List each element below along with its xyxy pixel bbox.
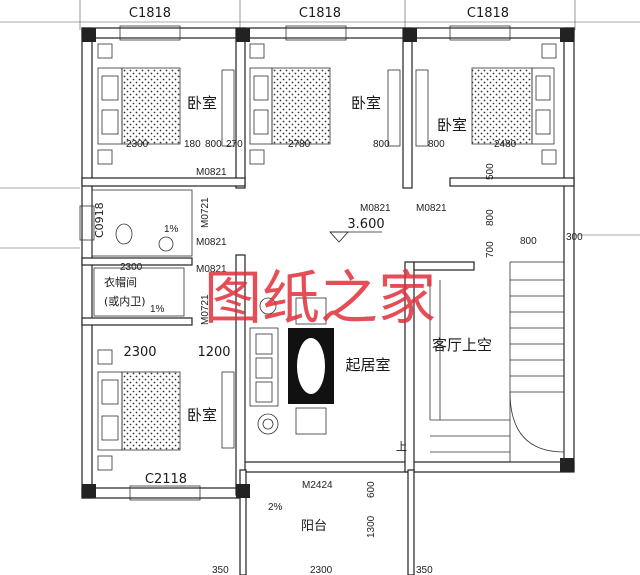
slope-label-1: 1% (164, 224, 179, 235)
dim-17: 1300 (366, 515, 377, 538)
dim-18: 2300 (120, 262, 143, 273)
room-label-closet-alt: (或内卫) (104, 294, 146, 308)
living-furniture (249, 297, 334, 435)
room-label-living: 起居室 (345, 356, 390, 374)
window-label-1: C1818 (129, 6, 171, 21)
door-label-6: M0721 (200, 294, 211, 325)
columns (82, 28, 574, 498)
stair-up-label: 上 (396, 440, 407, 453)
elevation-marker: 3.600 (329, 217, 385, 243)
door-label-5: M0821 (196, 237, 227, 248)
room-label-bedroom-1: 卧室 (187, 94, 217, 112)
dim-20: 350 (212, 565, 229, 575)
dim-6: 800 (373, 139, 390, 150)
door-label-2: M0821 (360, 203, 391, 214)
door-label-7: M0821 (196, 264, 227, 275)
door-label-4: M0721 (200, 197, 211, 228)
dim-10: 800 (485, 209, 496, 226)
room-label-balcony: 阳台 (301, 519, 327, 534)
closet-shelf (93, 267, 185, 317)
dim-11: 700 (485, 241, 496, 258)
window-label-4: C0918 (93, 202, 106, 238)
bathroom-fixtures (91, 189, 193, 257)
beds (97, 67, 555, 451)
dim-8: 2480 (494, 139, 517, 150)
slope-label-3: 2% (268, 502, 283, 513)
room-label-closet: 衣帽间 (104, 275, 137, 289)
door-label-8: M2424 (302, 480, 333, 491)
slope-label-2: 1% (150, 304, 165, 315)
dim-9: 500 (485, 163, 496, 180)
dim-2: 180 (184, 139, 201, 150)
dim-5: 2780 (288, 139, 311, 150)
dim-14: 2300 (123, 345, 156, 360)
room-label-bedroom-4: 卧室 (187, 406, 217, 424)
nightstands (97, 43, 557, 471)
dim-16: 600 (366, 481, 377, 498)
stair (429, 261, 565, 463)
watermark: 图纸之家 (204, 264, 436, 332)
window-label-3: C1818 (467, 6, 509, 21)
dim-7: 800 (428, 139, 445, 150)
dim-4: 270 (226, 139, 243, 150)
window-label-5: C2118 (145, 472, 187, 487)
room-label-bedroom-3: 卧室 (437, 116, 467, 134)
dim-12: 800 (520, 236, 537, 247)
window-label-2: C1818 (299, 6, 341, 21)
dim-21: 350 (416, 565, 433, 575)
door-label-3: M0821 (416, 203, 447, 214)
wardrobes (221, 69, 429, 449)
window-frames (79, 25, 511, 501)
dim-13: 300 (566, 232, 583, 243)
elevation-label: 3.600 (347, 217, 384, 232)
room-label-bedroom-2: 卧室 (351, 94, 381, 112)
dim-1: 2300 (126, 139, 149, 150)
room-label-void: 客厅上空 (432, 336, 492, 354)
dim-19: 2300 (310, 565, 333, 575)
dim-3: 800 (205, 139, 222, 150)
dim-15: 1200 (197, 345, 230, 360)
axis-lines (0, 0, 640, 249)
door-label-1: M0821 (196, 167, 227, 178)
